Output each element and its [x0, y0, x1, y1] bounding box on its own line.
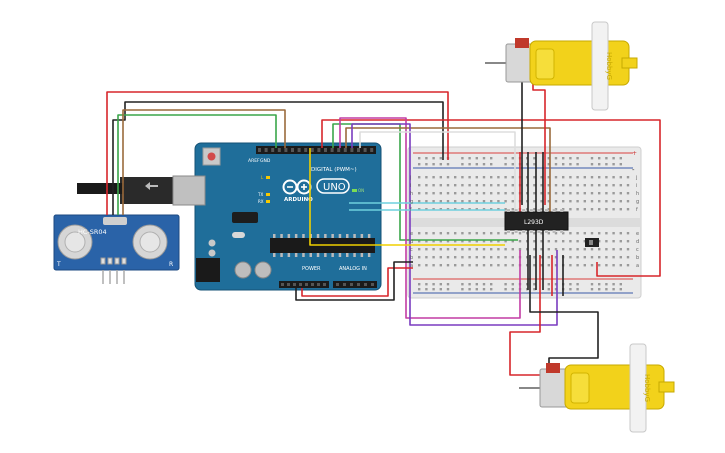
atmega-chip-pins: [273, 234, 371, 257]
rx-label: RX: [258, 199, 264, 204]
sensor-t-label: T: [56, 261, 61, 268]
l-led-label: L: [261, 175, 264, 180]
sensor-crystal: [103, 217, 127, 225]
wire-green-trig[interactable]: [117, 114, 277, 215]
bottom-header-pins: [281, 283, 374, 286]
l-led: [266, 176, 270, 179]
wire-black-motor2[interactable]: [529, 255, 599, 372]
digital-header: [256, 146, 376, 154]
row-letter: i: [410, 183, 411, 189]
wire-black-arduino-gnd[interactable]: [295, 261, 413, 301]
row-letter: f: [410, 207, 412, 213]
rail-plus-label: +: [632, 150, 637, 157]
usb-symbol-icon: [145, 182, 158, 190]
wire-magenta-pin5[interactable]: [339, 117, 521, 319]
digital-pwm-label: DIGITAL (PWM~): [311, 167, 357, 173]
row-letter: d: [636, 239, 639, 245]
sensor-r-label: R: [169, 261, 173, 268]
motor-bottom-label: HobbyG: [643, 374, 651, 402]
tx-label: TX: [257, 192, 263, 197]
electrolytic-cap-2: [254, 261, 272, 279]
digital-header-pins: [258, 148, 374, 152]
row-letter: d: [410, 239, 413, 245]
hc-sr04-sensor[interactable]: HC-SR04 T R: [53, 214, 180, 284]
power-label: POWER: [302, 266, 321, 272]
wire-yellow[interactable]: [309, 148, 505, 246]
dc-power-jack[interactable]: [196, 258, 220, 282]
wire-black-gnd[interactable]: [112, 101, 444, 215]
sensor-model-label: HC-SR04: [78, 228, 107, 236]
motor-wheel-hub: [629, 343, 647, 433]
motor-shaft: [485, 62, 513, 64]
l293d-driver-chip[interactable]: L293D: [504, 209, 569, 233]
row-letter: i: [636, 183, 637, 189]
power-header: [279, 281, 329, 288]
tx-led: [266, 193, 270, 196]
wire-red-5v[interactable]: [301, 267, 413, 297]
row-letter: e: [410, 231, 413, 237]
row-letter: f: [636, 207, 638, 213]
usb-chip: [232, 212, 258, 223]
wire-red-vcc[interactable]: [106, 91, 449, 215]
usb-cable: [77, 183, 124, 194]
row-letter: a: [410, 263, 413, 269]
wires: [106, 80, 661, 376]
wire-white-pin2[interactable]: [359, 131, 516, 212]
reset-button-cap[interactable]: [207, 152, 216, 161]
row-letter: g: [636, 199, 639, 205]
wire-red-motor1[interactable]: [532, 80, 546, 205]
dc-motor-top[interactable]: HobbyG: [485, 21, 638, 111]
usb-b-port[interactable]: [172, 175, 206, 206]
wire-brown-pin4[interactable]: [345, 127, 551, 212]
rail-minus-label: -: [632, 166, 635, 174]
row-letter: j: [635, 175, 637, 181]
wire-brown-echo[interactable]: [122, 109, 286, 215]
capacitor-2: [208, 249, 216, 257]
uno-badge: [316, 178, 350, 194]
on-label: ON: [358, 188, 364, 193]
motor-top-label: HobbyG: [605, 52, 613, 80]
electrolytic-cap-1: [234, 261, 252, 279]
breadboard-switch[interactable]: [585, 238, 599, 247]
capacitor-1: [208, 239, 216, 247]
motor-wheel-hub: [591, 21, 609, 111]
row-letter: h: [636, 191, 639, 197]
row-letter: c: [636, 247, 639, 253]
gnd-label: GND: [260, 158, 271, 164]
l293d-label: L293D: [524, 219, 544, 226]
rx-led: [266, 200, 270, 203]
wire-red-motor2[interactable]: [509, 255, 543, 376]
row-letter: g: [410, 199, 413, 205]
row-letter: b: [636, 255, 639, 261]
dc-motor-bottom[interactable]: HobbyG: [519, 343, 675, 433]
aref-label: AREF: [248, 158, 260, 164]
motor-shaft: [519, 387, 547, 389]
uno-label: UNO: [323, 182, 346, 193]
row-letter: e: [636, 231, 639, 237]
analog-header: [333, 281, 377, 288]
wire-red-pin7[interactable]: [321, 119, 661, 277]
row-letter: b: [410, 255, 413, 261]
row-letter: j: [409, 175, 411, 181]
row-letter: c: [410, 247, 413, 253]
on-led: [352, 189, 357, 192]
crystal: [232, 232, 245, 238]
analog-in-label: ANALOG IN: [339, 266, 367, 272]
sensor-pin-header: [100, 257, 127, 284]
row-letter: h: [410, 191, 413, 197]
arduino-brand-label: ARDUINO: [284, 197, 313, 203]
row-letter: a: [636, 263, 639, 269]
